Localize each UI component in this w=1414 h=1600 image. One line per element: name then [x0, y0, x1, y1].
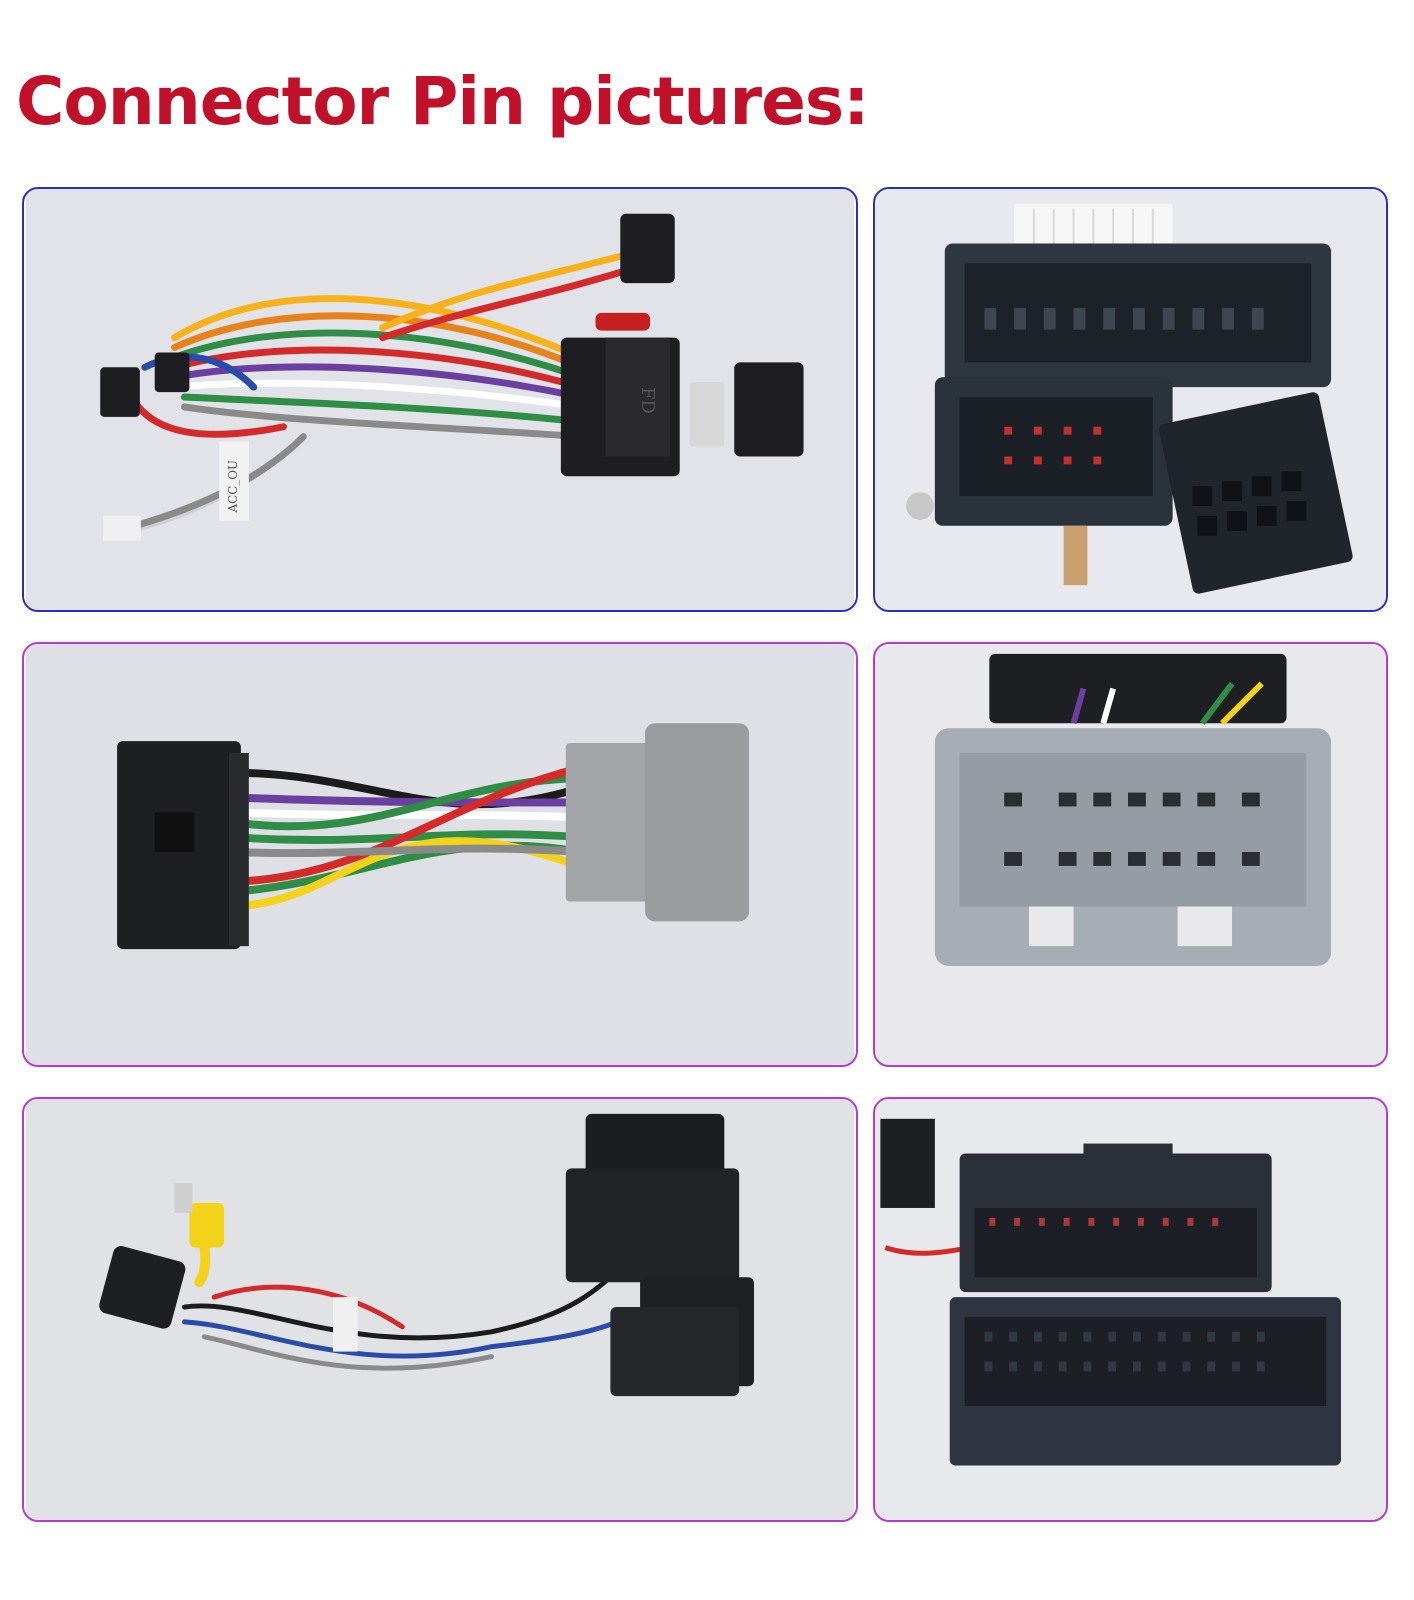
- harness-illustration: FD ACC_OU: [25, 189, 855, 610]
- photo-adapter-harness: [22, 642, 858, 1067]
- fd-label: FD: [637, 387, 658, 414]
- dark-connectors-illustration: [875, 1099, 1386, 1520]
- photo-full-harness: FD ACC_OU: [22, 187, 858, 612]
- photo-camera-adapter: [22, 1097, 858, 1522]
- photo-connector-closeup-2: [873, 642, 1388, 1067]
- page-title: Connector Pin pictures:: [16, 63, 870, 140]
- adapter-harness-illustration: [25, 644, 855, 1065]
- connector-closeup-illustration: [875, 189, 1386, 610]
- photo-connector-closeup-1: [873, 187, 1388, 612]
- grey-connector-illustration: [875, 644, 1386, 1065]
- camera-adapter-illustration: [25, 1099, 855, 1520]
- acc-label: ACC_OU: [226, 460, 240, 513]
- photo-connector-closeup-3: [873, 1097, 1388, 1522]
